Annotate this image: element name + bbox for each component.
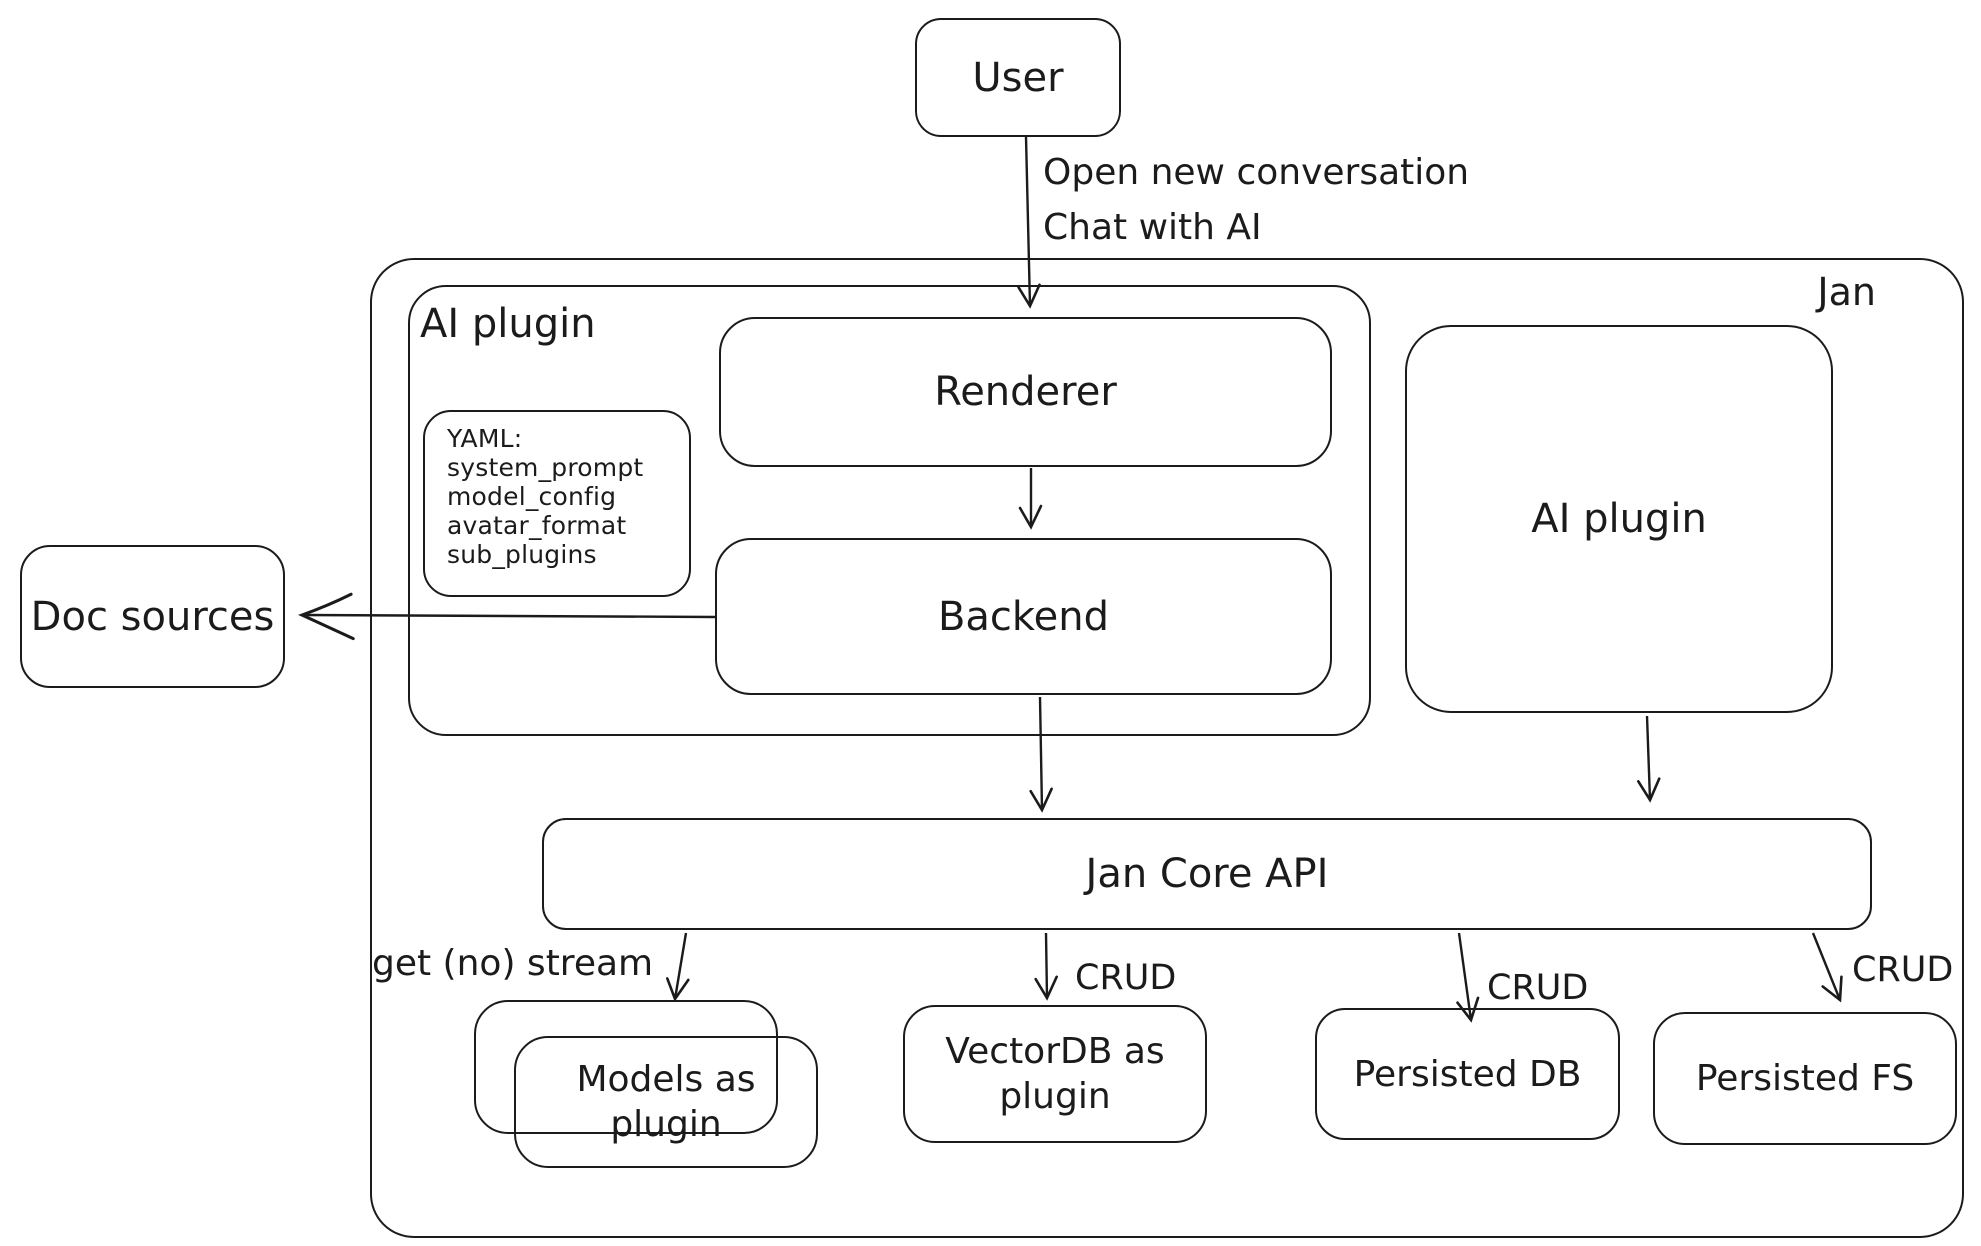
node-persisted-fs: Persisted FS [1653, 1012, 1957, 1145]
node-persisted-fs-label: Persisted FS [1695, 1058, 1915, 1099]
node-ai-plugin-container: AI plugin [408, 285, 1371, 736]
yaml-note-body: YAML: system_prompt model_config avatar_… [447, 424, 643, 569]
yaml-line: model_config [447, 482, 617, 511]
node-renderer-label: Renderer [934, 369, 1117, 415]
node-user-label: User [972, 54, 1064, 101]
node-ai-plugin-right-label: AI plugin [1531, 496, 1707, 542]
node-vectordb-plugin: VectorDB as plugin [903, 1005, 1207, 1143]
node-doc-sources-label: Doc sources [30, 593, 275, 640]
node-jan-core-api-label: Jan Core API [1085, 851, 1329, 897]
node-jan-core-api: Jan Core API [542, 818, 1872, 930]
node-jan-frame: Jan [370, 258, 1964, 1238]
node-yaml-note: YAML: system_prompt model_config avatar_… [423, 410, 691, 597]
node-models-plugin: Models as plugin [514, 1036, 818, 1168]
node-persisted-db-label: Persisted DB [1353, 1053, 1582, 1095]
edge-label-chat-with-ai: Chat with AI [1043, 207, 1262, 248]
edge-label-crud-persisted-db: CRUD [1487, 968, 1589, 1008]
yaml-line: sub_plugins [447, 540, 597, 569]
node-ai-plugin-container-label: AI plugin [420, 301, 596, 347]
node-models-plugin-back [474, 1000, 778, 1134]
node-user: User [915, 18, 1121, 137]
node-models-plugin-label: Models as plugin [576, 1059, 756, 1145]
node-ai-plugin-right: AI plugin [1405, 325, 1833, 713]
edge-label-open-conversation: Open new conversation [1043, 152, 1470, 193]
yaml-line: YAML: [447, 424, 523, 453]
edge-label-get-no-stream: get (no) stream [372, 943, 654, 984]
node-persisted-db: Persisted DB [1315, 1008, 1620, 1140]
node-vectordb-plugin-label: VectorDB as plugin [945, 1031, 1165, 1117]
node-backend-label: Backend [937, 593, 1110, 640]
node-jan-frame-label: Jan [1817, 270, 1876, 314]
edge-label-crud-persisted-fs: CRUD [1852, 950, 1954, 990]
node-renderer: Renderer [719, 317, 1332, 467]
yaml-line: system_prompt [447, 453, 644, 482]
node-backend: Backend [715, 538, 1332, 695]
yaml-line: avatar_format [447, 511, 627, 540]
node-doc-sources: Doc sources [20, 545, 285, 688]
edge-label-crud-vectordb: CRUD [1075, 958, 1177, 998]
